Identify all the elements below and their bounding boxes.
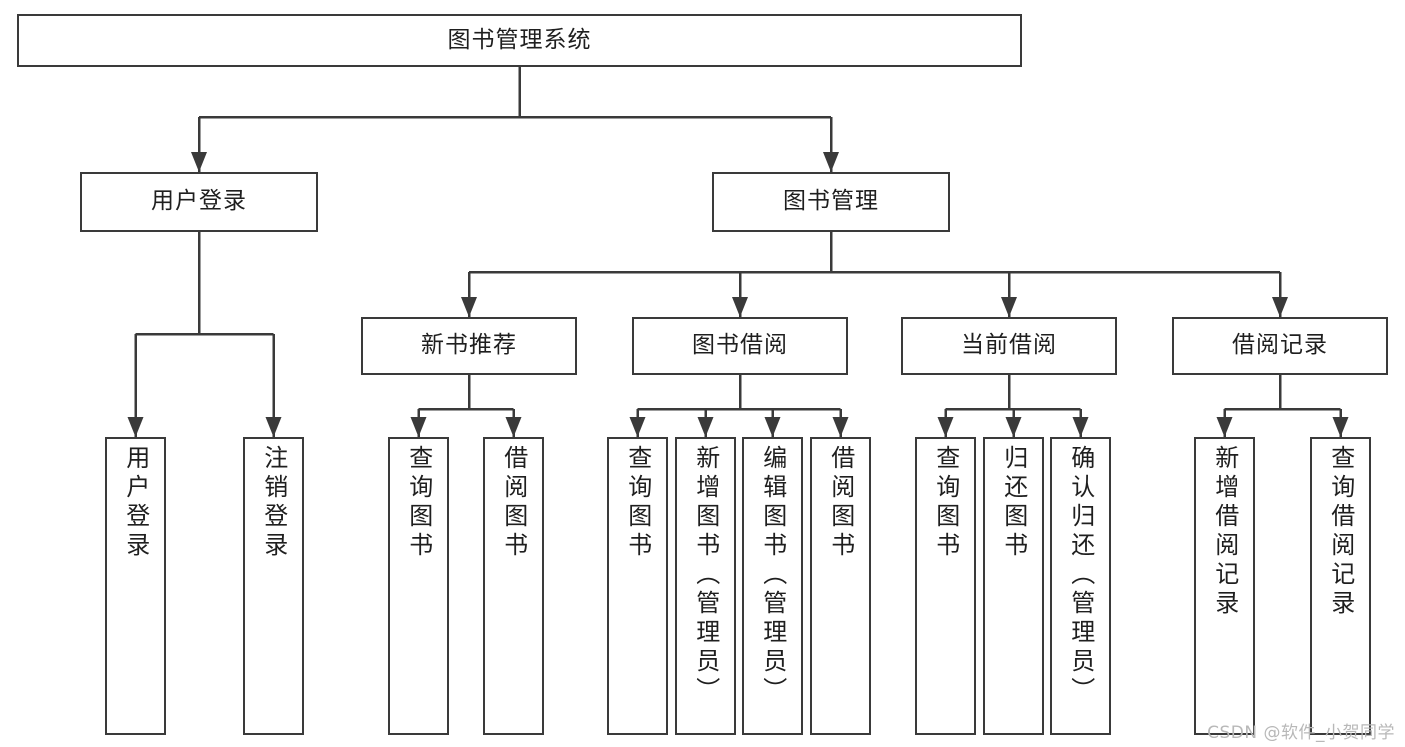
- node-label: 编辑图书（管理员）: [758, 445, 787, 706]
- edge-arrowhead: [764, 417, 781, 437]
- node-current-borrow: 当前借阅: [901, 317, 1117, 375]
- node-leaf-logout: 注销登录: [243, 437, 304, 735]
- edge-arrowhead: [697, 417, 714, 437]
- node-leaf-cur-confirm: 确认归还（管理员）: [1050, 437, 1111, 735]
- edge-arrowhead: [505, 417, 522, 437]
- node-new-book-rec: 新书推荐: [361, 317, 577, 375]
- edge-arrowhead: [1272, 297, 1288, 317]
- node-label: 借阅图书: [499, 445, 528, 561]
- node-label: 新增图书（管理员）: [691, 445, 720, 706]
- node-label: 查询借阅记录: [1326, 445, 1355, 619]
- node-label: 注销登录: [259, 445, 288, 561]
- edge-arrowhead: [937, 417, 954, 437]
- node-leaf-cur-return: 归还图书: [983, 437, 1044, 735]
- node-leaf-user-login: 用户登录: [105, 437, 166, 735]
- node-leaf-rec-borrow: 借阅图书: [483, 437, 544, 735]
- edge-arrowhead: [410, 417, 427, 437]
- edge-arrowhead: [1332, 417, 1349, 437]
- edge-arrowhead: [823, 152, 839, 172]
- node-label: 查询图书: [931, 445, 960, 561]
- edge-arrowhead: [1216, 417, 1233, 437]
- edge-arrowhead: [1001, 297, 1017, 317]
- node-leaf-rec-search: 查询借阅记录: [1310, 437, 1371, 735]
- edge-arrowhead: [127, 417, 144, 437]
- node-book-borrow: 图书借阅: [632, 317, 848, 375]
- node-label: 归还图书: [999, 445, 1028, 561]
- node-leaf-cur-query: 查询图书: [915, 437, 976, 735]
- node-leaf-brw-edit: 编辑图书（管理员）: [742, 437, 803, 735]
- node-label: 用户登录: [121, 445, 150, 561]
- edge-arrowhead: [461, 297, 477, 317]
- node-borrow-record: 借阅记录: [1172, 317, 1388, 375]
- node-label: 查询图书: [404, 445, 433, 561]
- node-label: 用户登录: [151, 188, 247, 215]
- edge-arrowhead: [629, 417, 646, 437]
- node-label: 查询图书: [623, 445, 652, 561]
- node-leaf-brw-query: 查询图书: [607, 437, 668, 735]
- node-leaf-rec-add: 新增借阅记录: [1194, 437, 1255, 735]
- node-label: 当前借阅: [961, 332, 1057, 359]
- edge-arrowhead: [732, 297, 748, 317]
- node-label: 图书管理: [783, 188, 879, 215]
- node-label: 图书借阅: [692, 332, 788, 359]
- node-book-manage: 图书管理: [712, 172, 950, 232]
- node-label: 借阅记录: [1232, 332, 1328, 359]
- node-label: 确认归还（管理员）: [1066, 445, 1095, 706]
- node-root: 图书管理系统: [17, 14, 1022, 67]
- edge-arrowhead: [1005, 417, 1022, 437]
- node-label: 新增借阅记录: [1210, 445, 1239, 619]
- edge-arrowhead: [265, 417, 282, 437]
- node-leaf-brw-add: 新增图书（管理员）: [675, 437, 736, 735]
- node-label: 借阅图书: [826, 445, 855, 561]
- edge-arrowhead: [1072, 417, 1089, 437]
- node-leaf-brw-borrow: 借阅图书: [810, 437, 871, 735]
- edge-arrowhead: [832, 417, 849, 437]
- node-user-login: 用户登录: [80, 172, 318, 232]
- node-label: 图书管理系统: [447, 26, 592, 53]
- edge-arrowhead: [191, 152, 207, 172]
- node-leaf-rec-query: 查询图书: [388, 437, 449, 735]
- node-label: 新书推荐: [421, 332, 517, 359]
